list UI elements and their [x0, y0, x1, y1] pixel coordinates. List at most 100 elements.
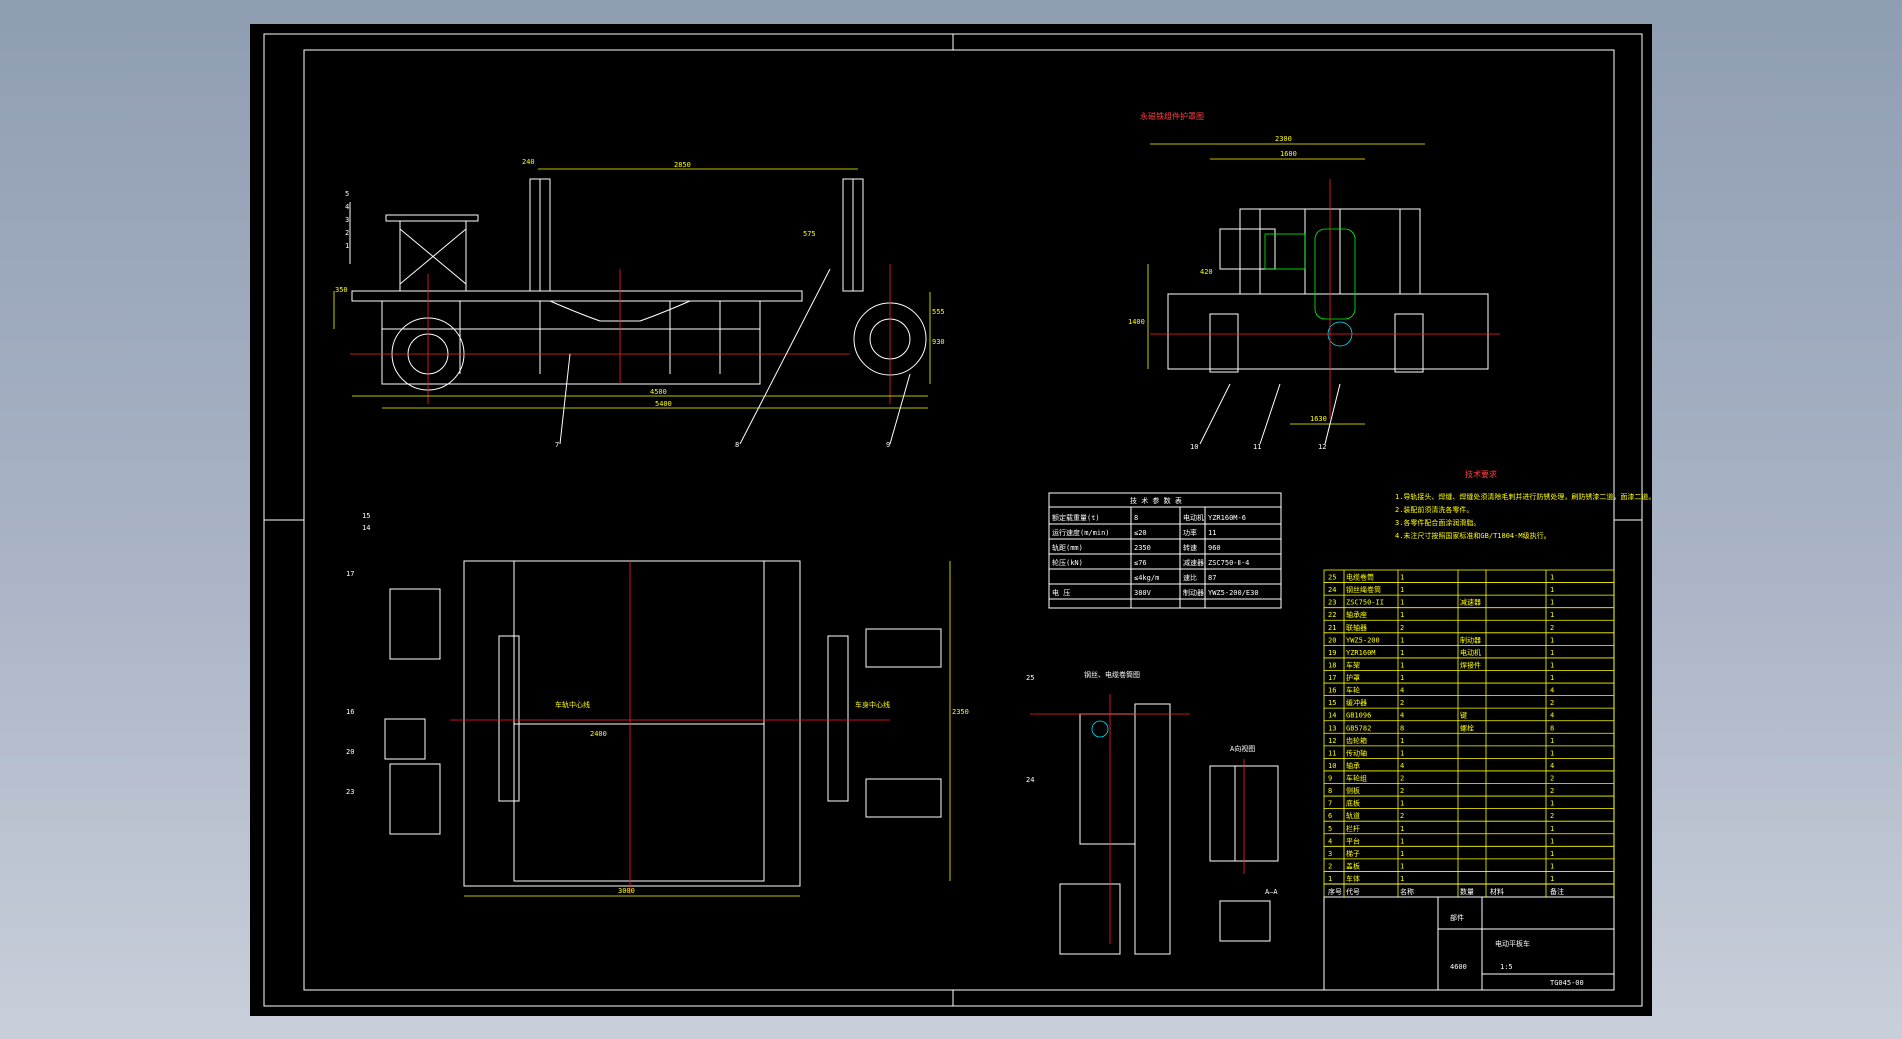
bom-cell: 1 — [1400, 862, 1404, 870]
callout-20: 20 — [346, 748, 354, 756]
params-cell: 电 压 — [1052, 588, 1070, 597]
bom-cell: 21 — [1328, 624, 1336, 632]
bom-cell: 2 — [1550, 624, 1554, 632]
bom-cell: 2 — [1550, 787, 1554, 795]
callout-8: 8 — [735, 441, 739, 449]
bom-cell: 1 — [1400, 611, 1404, 619]
title-block-weight: 4600 — [1450, 963, 1467, 971]
bom-cell: 6 — [1328, 812, 1332, 820]
bom-cell: 1 — [1550, 749, 1554, 757]
bom-cell: 19 — [1328, 649, 1336, 657]
params-cell: 电动机 — [1183, 513, 1204, 522]
params-cell: 380V — [1134, 589, 1152, 597]
title-block-sub: 部件 — [1450, 913, 1464, 922]
a-view-title: A向视图 — [1230, 744, 1255, 753]
front-dim-5: 555 — [932, 308, 945, 316]
bom-cell: 车轮 — [1346, 686, 1360, 695]
params-cell: 8 — [1134, 514, 1138, 522]
side-dim-3: 1630 — [1310, 415, 1327, 423]
bom-cell: 2 — [1400, 812, 1404, 820]
callout-4: 4 — [345, 203, 349, 211]
bom-cell: 1 — [1550, 825, 1554, 833]
bom-cell: 14 — [1328, 712, 1336, 720]
bom-cell: 1 — [1550, 737, 1554, 745]
bom-cell: 2 — [1400, 775, 1404, 783]
params-cell: 转速 — [1183, 543, 1197, 552]
bom-header-cell: 序号 — [1328, 887, 1342, 896]
tech-note-4: 4.未注尺寸按照国家标准和GB/T1804-M级执行。 — [1395, 531, 1551, 540]
params-cell: 960 — [1208, 544, 1221, 552]
bom-cell: 8 — [1328, 787, 1332, 795]
bom-cell: 平台 — [1346, 836, 1360, 845]
bom-cell: 4 — [1550, 762, 1554, 770]
bom-header-cell: 数量 — [1460, 887, 1474, 896]
bom-cell: 1 — [1550, 611, 1554, 619]
front-dim-4: 930 — [932, 338, 945, 346]
bom-cell: 24 — [1328, 586, 1336, 594]
plan-vehicle-label: 车身中心线 — [855, 700, 890, 709]
front-dim-1: 2850 — [674, 161, 691, 169]
bom-cell: 车架 — [1346, 660, 1360, 669]
bom-cell: 电缆卷筒 — [1346, 573, 1374, 582]
bom-cell: 1 — [1550, 636, 1554, 644]
front-dim-3: 5400 — [655, 400, 672, 408]
callout-12: 12 — [1318, 443, 1326, 451]
params-cell: 运行速度(m/min) — [1052, 528, 1110, 537]
bom-cell: 1 — [1550, 800, 1554, 808]
params-cell: ≤4kg/m — [1134, 574, 1159, 582]
bom-cell: 1 — [1400, 850, 1404, 858]
bom-cell: 4 — [1550, 687, 1554, 695]
bom-cell: GB5782 — [1346, 724, 1371, 732]
bom-cell: 1 — [1400, 837, 1404, 845]
bom-cell: 制动器 — [1460, 635, 1481, 644]
drawing-viewport[interactable]: 2850 4500 5400 930 555 350 575 240 5 4 3… — [250, 24, 1652, 1016]
params-cell: 轨距(mm) — [1052, 543, 1083, 552]
side-dim-5: 420 — [1200, 268, 1213, 276]
title-block: 部件 电动平板车 TG045-00 1:5 4600 — [1323, 896, 1615, 991]
plan-dim-1: 3000 — [618, 887, 635, 895]
bom-cell: 4 — [1328, 837, 1332, 845]
bom-cell: 4 — [1550, 712, 1554, 720]
bom-cell: 1 — [1400, 661, 1404, 669]
bom-cell: 15 — [1328, 699, 1336, 707]
bom-cell: GB1096 — [1346, 712, 1371, 720]
bom-cell: 梯子 — [1346, 849, 1360, 858]
side-view-title: 永磁铁组件护罩图 — [1140, 111, 1204, 121]
bom-cell: 螺栓 — [1460, 723, 1474, 732]
bom-cell: 11 — [1328, 749, 1336, 757]
a-section-label: A—A — [1265, 888, 1278, 896]
bom-cell: 盖板 — [1346, 861, 1360, 870]
bom-cell: 9 — [1328, 775, 1332, 783]
bom-cell: 轴承 — [1346, 761, 1360, 770]
front-dim-7: 575 — [803, 230, 816, 238]
bom-cell: 1 — [1550, 574, 1554, 582]
bom-cell: 2 — [1400, 624, 1404, 632]
bom-cell: ZSC750-II — [1346, 599, 1384, 607]
params-cell: YZR160M-6 — [1208, 514, 1246, 522]
bom-cell: 键 — [1460, 711, 1467, 720]
bom-cell: 13 — [1328, 724, 1336, 732]
bom-cell: 1 — [1400, 749, 1404, 757]
front-view: 2850 4500 5400 930 555 350 575 240 5 4 3… — [333, 158, 945, 449]
params-cell: 速比 — [1183, 573, 1197, 582]
bom-cell: 18 — [1328, 661, 1336, 669]
bom-cell: 1 — [1550, 837, 1554, 845]
bom-cell: 1 — [1400, 574, 1404, 582]
a-view: A向视图 A—A — [1209, 744, 1279, 942]
tech-title: 技术要求 — [1465, 469, 1497, 479]
bom-cell: YZR160M — [1346, 649, 1376, 657]
bom-cell: 1 — [1400, 825, 1404, 833]
bom-cell: 1 — [1400, 674, 1404, 682]
plan-track-label: 车轨中心线 — [555, 700, 590, 709]
detail-view: 钢丝、电缆卷筒图 25 24 — [1026, 670, 1190, 955]
bom-header-cell: 代号 — [1346, 887, 1360, 896]
tech-note-3: 3.各零件配合面涂润滑脂。 — [1395, 518, 1480, 527]
bom-cell: 25 — [1328, 574, 1336, 582]
bom-cell: 车体 — [1346, 874, 1360, 883]
bom-cell: 2 — [1550, 812, 1554, 820]
bom-cell: 4 — [1400, 687, 1404, 695]
callout-3: 3 — [345, 216, 349, 224]
bom-cell: 减速器 — [1460, 598, 1481, 607]
params-cell: 2350 — [1134, 544, 1151, 552]
bom-cell: 齿轮箱 — [1346, 736, 1367, 745]
